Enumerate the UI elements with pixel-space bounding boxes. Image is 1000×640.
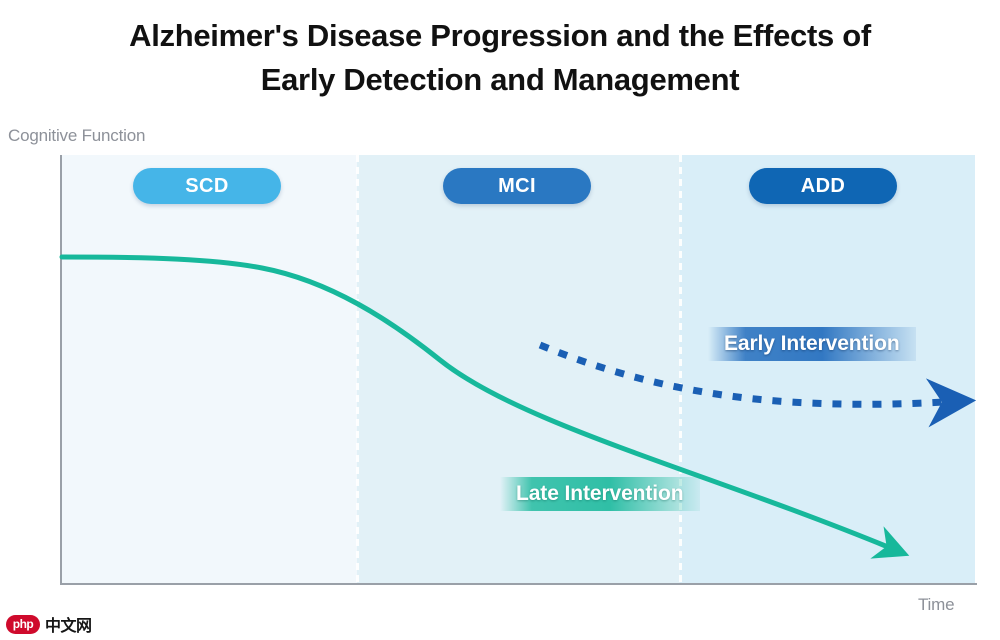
watermark-text: 中文网 xyxy=(45,618,92,635)
page-title: Alzheimer's Disease Progression and the … xyxy=(129,18,871,98)
y-axis-label: Cognitive Function xyxy=(8,126,146,145)
annotation-late-intervention: Late Intervention xyxy=(500,477,700,511)
watermark: php 中文网 xyxy=(6,612,92,636)
plot-area xyxy=(62,155,975,583)
y-axis-line xyxy=(60,155,62,583)
x-axis-label: Time xyxy=(918,595,955,614)
stage-badge-mci[interactable]: MCI xyxy=(443,168,591,204)
stage-band-mci xyxy=(357,155,680,583)
band-divider-scd-mci xyxy=(356,155,359,583)
stage-band-add xyxy=(680,155,975,583)
x-axis-line xyxy=(60,583,977,585)
band-divider-mci-add xyxy=(679,155,682,583)
stage-badge-add[interactable]: ADD xyxy=(749,168,897,204)
watermark-logo: php xyxy=(6,614,40,634)
stage-badge-scd[interactable]: SCD xyxy=(133,168,281,204)
annotation-early-intervention: Early Intervention xyxy=(708,327,916,361)
stage-band-scd xyxy=(62,155,357,583)
